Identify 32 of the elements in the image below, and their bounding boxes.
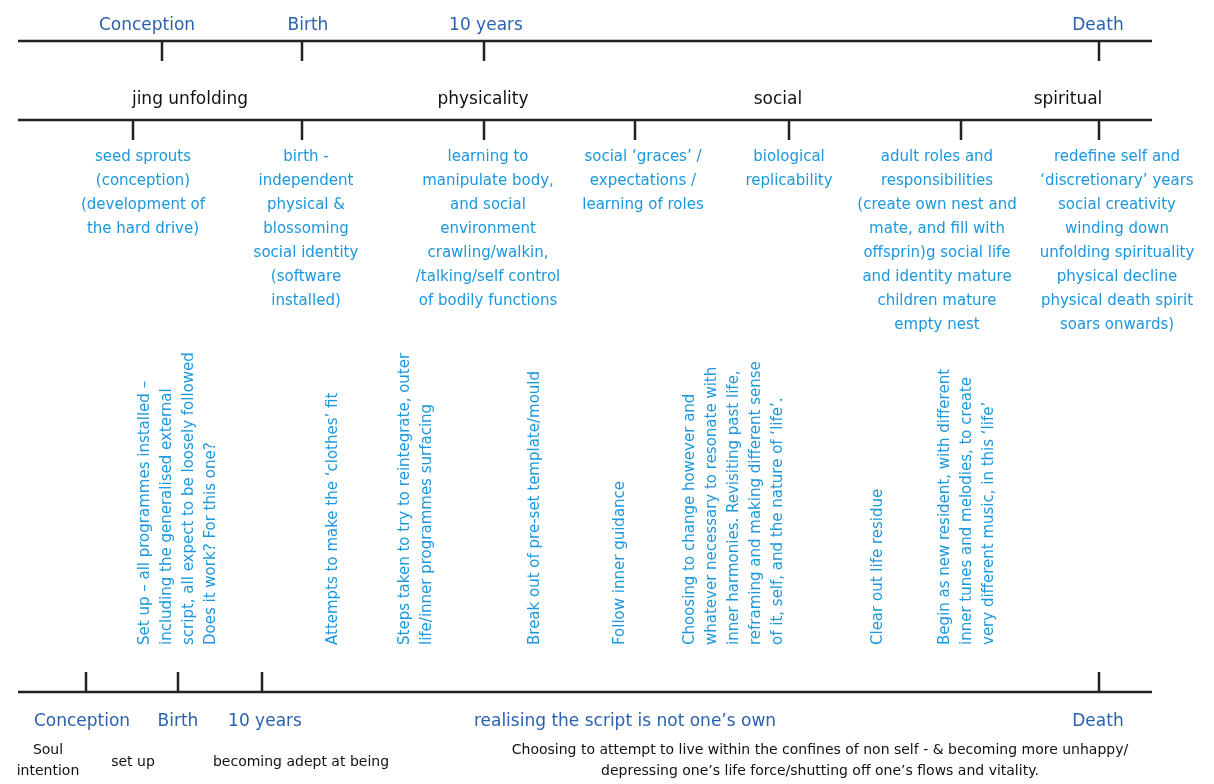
vertical-note: Steps taken to try to reintegrate, outer life/inner programmes surfacing: [394, 351, 436, 645]
stage-description: redefine self and ‘discretionary’ years social creativity winding down unfolding spirituality physical decline physical death spirit soars onwards): [1038, 146, 1196, 335]
milestone-label: 10 years: [227, 710, 303, 730]
stage-description: Choosing to attempt to live within the confines of non self - & becoming more unhappy/ depressing one’s life force/shutting off one’s flows and vitality.: [510, 740, 1130, 780]
stage-description: birth - independent physical & blossoming social identity (software installed): [252, 146, 360, 311]
milestone-label: Death: [1071, 14, 1125, 34]
stage-description: learning to manipulate body, and social environment crawling/walkin, /talking/self control of bodily functions: [414, 146, 562, 311]
milestone-label: Birth: [286, 14, 330, 34]
milestone-label: 10 years: [448, 14, 524, 34]
vertical-note: Follow inner guidance: [609, 479, 629, 645]
vertical-note: Break out of pre-set template/mould: [524, 370, 544, 645]
vertical-note: Choosing to change however and whatever necessary to resonate with inner harmonies. Revisiting past life, reframing and making different sense of it, self, and the nature of ‘life’.: [679, 360, 787, 645]
milestone-label: Conception: [97, 14, 197, 34]
stage-label: set up: [110, 752, 156, 771]
vertical-note: Attempts to make the ‘clothes’ fit: [322, 391, 342, 645]
vertical-note: Set up – all programmes installed – including the generalised external script, all expect to be loosely followed Does it work? For this one?: [134, 351, 220, 645]
phase-label: jing unfolding: [130, 88, 250, 108]
stage-description: adult roles and responsibilities (create own nest and mate, and fill with offsprin)g social life and identity mature children mature empty nest: [857, 146, 1017, 335]
stage-description: biological replicability: [744, 146, 834, 191]
phase-label: social: [752, 88, 804, 108]
milestone-label: Conception: [32, 710, 132, 730]
stage-label: becoming adept at being: [211, 752, 391, 771]
milestone-label: Death: [1071, 710, 1125, 730]
stage-description: seed sprouts (conception) (development of the hard drive): [80, 146, 207, 239]
milestone-label: Birth: [156, 710, 200, 730]
stage-description: social ‘graces’ / expectations / learning of roles: [581, 146, 705, 215]
vertical-note: Clear out life residue: [867, 487, 887, 645]
phase-label: physicality: [436, 88, 530, 108]
stage-label: Soul intention: [15, 740, 81, 780]
phase-label: spiritual: [1032, 88, 1104, 108]
milestone-label: realising the script is not one’s own: [472, 710, 778, 730]
vertical-note: Begin as new resident, with different inner tunes and melodies, to create very different music, in this ‘life’: [934, 367, 998, 645]
